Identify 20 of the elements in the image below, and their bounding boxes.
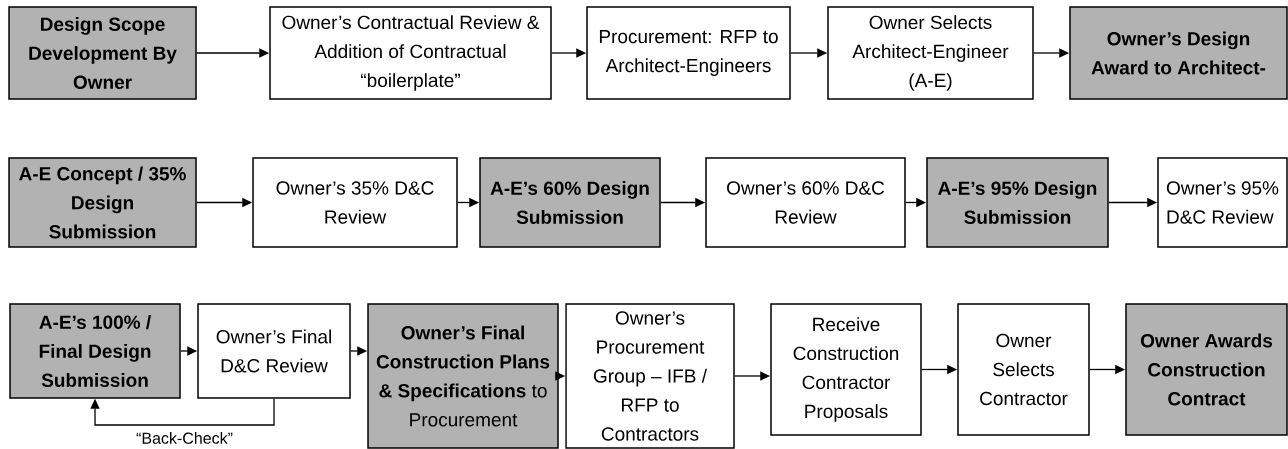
step-box: Owner’s Final Construction Plans & Specifications to Procurement [367,303,559,449]
step-box: Owner’s 35% D&C Review [252,157,458,248]
step-box: Owner Selects Architect-Engineer (A-E) [827,6,1034,100]
step-box: Owner’s Contractual Review & Addition of Contractual “boilerplate” [269,6,552,100]
step-box: Owner Selects Contractor [957,303,1090,436]
step-box: A-E’s 100% / Final Design Submission [9,303,181,399]
arrow [90,398,275,426]
step-box: Procurement: RFP to Architect-Engineers [586,6,791,100]
step-box: Owner’s 60% D&C Review [705,157,906,248]
step-box: Owner’s Procurement Group – IFB / RFP to Contractors [565,303,735,449]
step-box: Design Scope Development By Owner [8,6,197,100]
step-box: A-E’s 95% Design Submission [926,157,1109,248]
step-box: A-E Concept / 35% Design Submission [8,157,197,248]
step-box: Owner’s 95% D&C Review [1157,157,1288,248]
step-box: A-E’s 60% Design Submission [479,157,661,248]
step-box: Owner Awards Construction Contract [1125,303,1288,436]
step-box: Owner’s Final D&C Review [197,303,351,399]
step-box: Receive Construction Contractor Proposals [770,303,922,436]
step-box: Owner’s Design Award to Architect- [1069,6,1288,100]
edge-label: “Back-Check” [136,432,233,444]
